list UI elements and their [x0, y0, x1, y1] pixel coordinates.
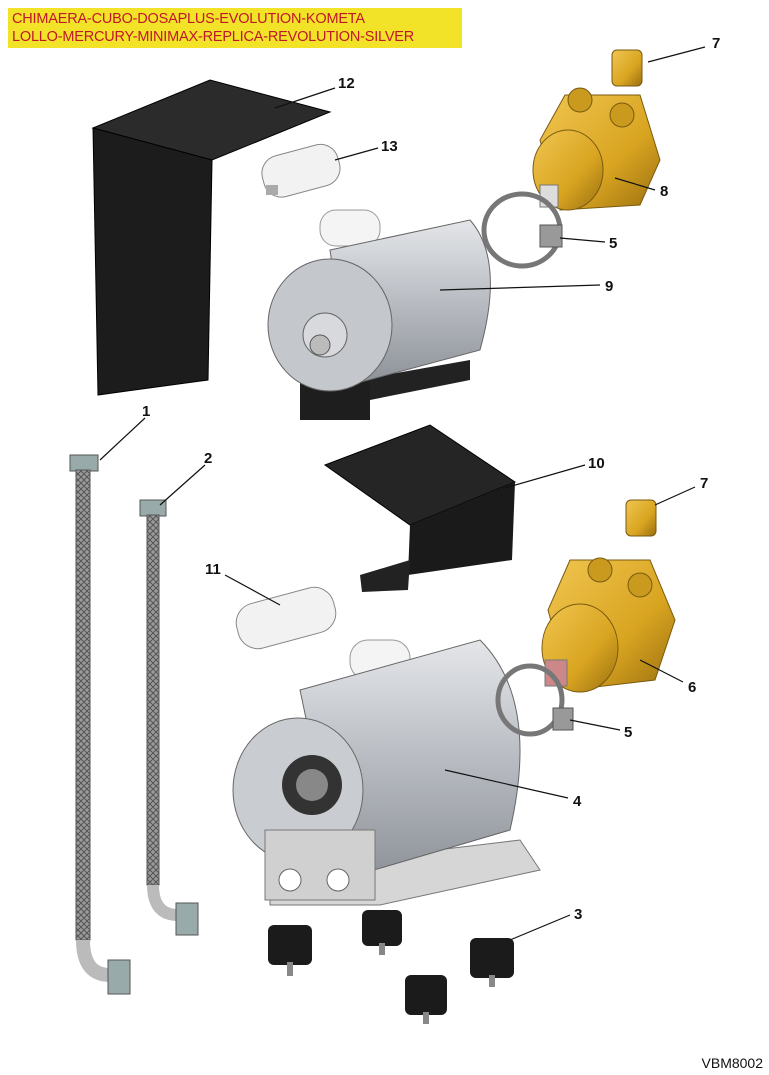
- part-4-motor: [232, 639, 541, 906]
- part-2-hose: [139, 499, 199, 936]
- part-5-clamp: [495, 663, 574, 737]
- model-list-line-2: LOLLO-MERCURY-MINIMAX-REPLICA-REVOLUTION…: [12, 29, 415, 45]
- callout-7: 7: [700, 475, 708, 492]
- part-6-pump: [541, 557, 676, 693]
- model-list-line-1: CHIMAERA-CUBO-DOSAPLUS-EVOLUTION-KOMETA: [12, 11, 365, 27]
- part-7-fitting: [611, 49, 643, 87]
- part-13-capacitor: [261, 143, 341, 198]
- callout-5: 5: [624, 724, 632, 741]
- callout-12: 12: [338, 75, 355, 92]
- part-9-motor: [267, 209, 491, 420]
- part-3-rubber-feet: [268, 910, 514, 1024]
- part-10-bracket: [323, 424, 517, 592]
- callout-5: 5: [609, 235, 617, 252]
- part-1-hose: [69, 454, 131, 995]
- part-5-clamp: [481, 191, 563, 269]
- callout-3: 3: [574, 906, 582, 923]
- callout-11: 11: [205, 561, 221, 578]
- part-11-capacitor: [235, 586, 337, 650]
- leader-lines: [99, 46, 706, 941]
- callout-2: 2: [204, 450, 212, 467]
- callout-7: 7: [712, 35, 720, 52]
- callout-10: 10: [588, 455, 605, 472]
- callout-1: 1: [142, 403, 150, 420]
- part-12-cover-panel: [91, 79, 332, 396]
- part-8-pump: [532, 87, 661, 211]
- callout-4: 4: [573, 793, 582, 810]
- callout-8: 8: [660, 183, 668, 200]
- callout-6: 6: [688, 679, 696, 696]
- part-7-fitting: [625, 499, 657, 537]
- model-list-banner: CHIMAERA-CUBO-DOSAPLUS-EVOLUTION-KOMETA …: [8, 8, 462, 48]
- callout-13: 13: [381, 138, 398, 155]
- drawing-code: VBM8002: [701, 1055, 763, 1071]
- callout-9: 9: [605, 278, 613, 295]
